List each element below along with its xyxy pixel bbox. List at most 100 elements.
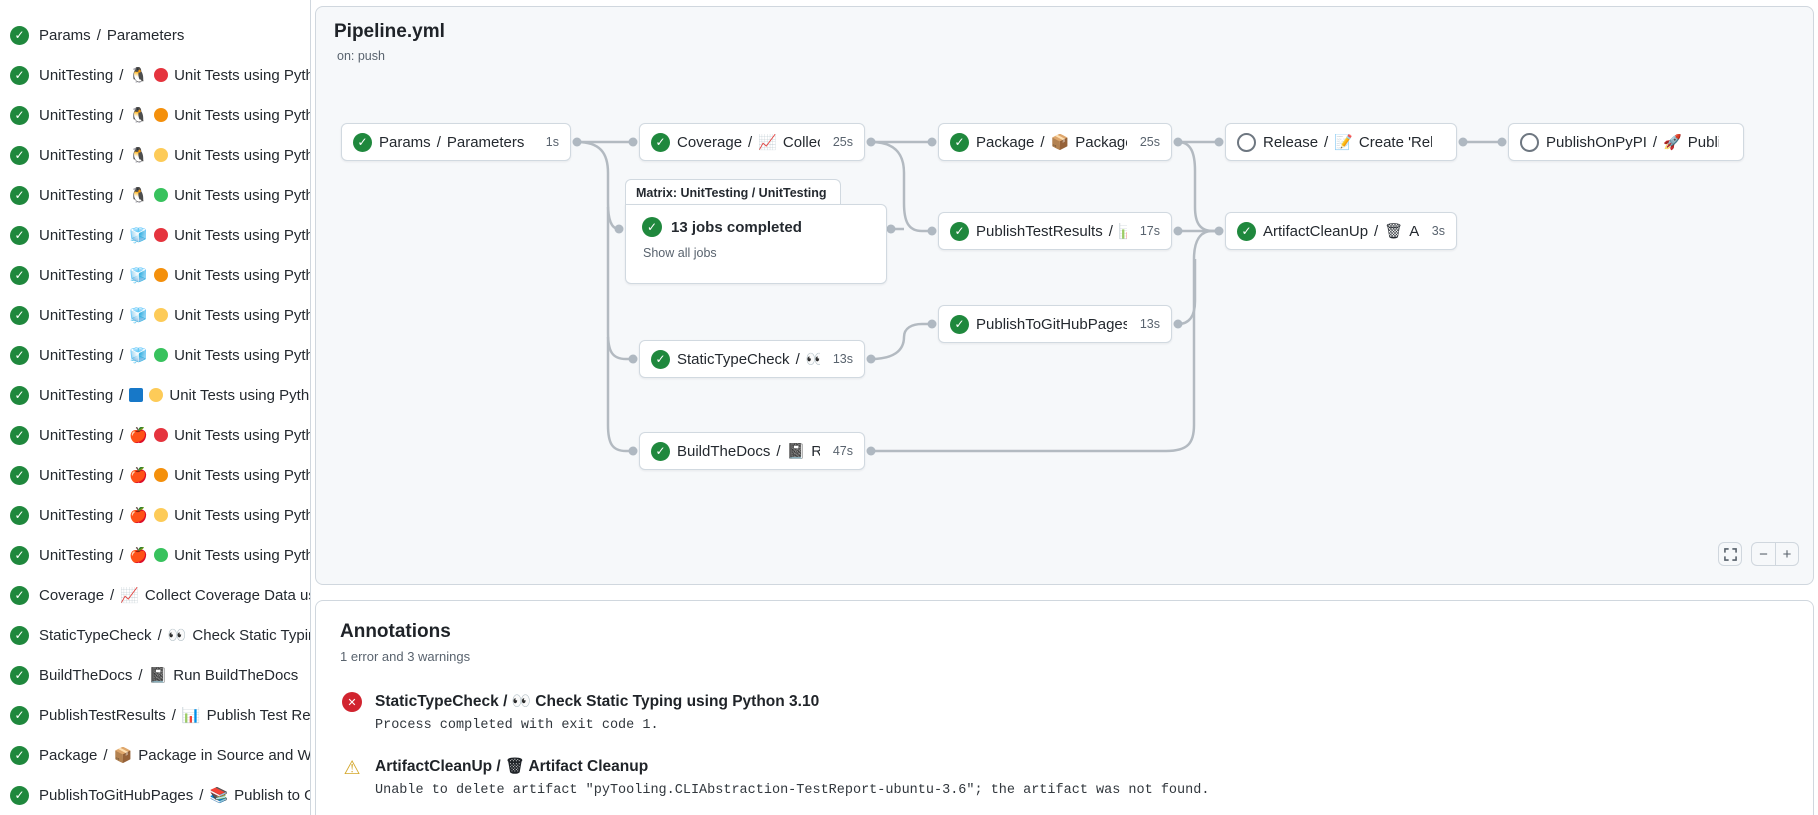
jobs-sidebar: ✓Params/Parameters✓UnitTesting/🐧Unit Tes… — [0, 0, 311, 815]
chart-increasing-icon: 📈 — [758, 133, 777, 151]
annotation-message: Unable to delete artifact "pyTooling.CLI… — [375, 783, 1210, 798]
sidebar-job-item[interactable]: ✓ UnitTesting/🍎Unit Tests using Pyth... — [0, 415, 310, 455]
job-label: Unit Tests using Pyth... — [174, 546, 310, 564]
job-text: PublishToGitHubPages/📚Publish to G... — [39, 787, 310, 804]
sidebar-job-item[interactable]: ✓UnitTesting/🧊Unit Tests using Pyth... — [0, 335, 310, 375]
job-text: UnitTesting/🧊Unit Tests using Pyth... — [39, 227, 310, 244]
orange-dot-icon — [154, 468, 169, 482]
sidebar-job-item[interactable]: ✓PublishTestResults/📊Publish Test Resu..… — [0, 695, 310, 735]
graph-node-coverage[interactable]: ✓Coverage/📈Collect Cove...25s — [639, 123, 865, 161]
job-name: UnitTesting — [39, 346, 114, 364]
job-text: Params/Parameters — [39, 27, 184, 44]
annotation-title[interactable]: ArtifactCleanUp / 🗑 Artifact Cleanup — [375, 758, 649, 775]
job-name: Release — [1263, 133, 1319, 151]
fullscreen-button[interactable] — [1718, 542, 1742, 566]
separator: / — [119, 66, 124, 84]
sidebar-job-item[interactable]: ✓UnitTesting/🧊Unit Tests using Pyth... — [0, 295, 310, 335]
separator: / — [1040, 133, 1045, 151]
success-icon: ✓ — [10, 105, 29, 125]
separator: / — [1374, 222, 1379, 240]
job-text: UnitTesting/🐧Unit Tests using Pyth... — [39, 67, 310, 84]
success-icon: ✓ — [950, 132, 969, 152]
error-icon: ✕ — [342, 692, 362, 712]
eyes-icon: 👀 — [806, 352, 820, 367]
success-icon: ✓ — [651, 132, 670, 152]
job-text: Release/📝Create 'Release P... — [1263, 134, 1432, 151]
sidebar-job-item[interactable]: ✓Params/Parameters — [0, 15, 310, 55]
job-label: Parameters — [446, 133, 525, 151]
sidebar-job-item[interactable]: ✓UnitTesting/🍎Unit Tests using Pyth... — [0, 495, 310, 535]
job-text: StaticTypeCheck/👀Chec... — [677, 351, 820, 368]
job-name: UnitTesting — [39, 306, 114, 324]
graph-node-publishtestresults[interactable]: ✓PublishTestResults/📊Pu...17s — [938, 212, 1172, 250]
graph-node-package[interactable]: ✓Package/📦Package in So...25s — [938, 123, 1172, 161]
job-name: UnitTesting — [39, 466, 114, 484]
success-icon: ✓ — [10, 425, 29, 445]
package-icon: 📦 — [1050, 133, 1070, 151]
job-duration: 47s — [832, 444, 853, 458]
success-icon: ✓ — [651, 349, 670, 369]
sidebar-job-item[interactable]: ✓UnitTesting/🐧Unit Tests using Pyth... — [0, 175, 310, 215]
rocket-icon: 🚀 — [1663, 133, 1682, 151]
graph-node-artifactcleanup[interactable]: ✓ArtifactCleanUp/🗑Artifac...3s — [1225, 212, 1457, 250]
job-name: UnitTesting — [39, 146, 114, 164]
job-text: UnitTesting/Unit Tests using Pyth... — [39, 387, 310, 404]
package-icon: 📦 — [113, 746, 133, 764]
separator: / — [1108, 222, 1113, 240]
graph-node-publishtogithubpages[interactable]: ✓PublishToGitHubPages/📚...13s — [938, 305, 1172, 343]
job-text: PublishTestResults/📊Publish Test Resu... — [39, 707, 310, 724]
sidebar-job-item[interactable]: ✓UnitTesting/🐧Unit Tests using Pyth... — [0, 55, 310, 95]
job-label: Unit Tests using Pyth... — [174, 66, 310, 84]
job-duration: 25s — [1139, 135, 1160, 149]
sidebar-job-item[interactable]: ✓ UnitTesting/🍎Unit Tests using Pyth... — [0, 535, 310, 575]
job-name: BuildTheDocs — [39, 666, 133, 684]
separator: / — [1652, 133, 1658, 151]
zoom-in-button[interactable]: + — [1775, 542, 1799, 566]
graph-node-statictypecheck[interactable]: ✓StaticTypeCheck/👀Chec...13s — [639, 340, 865, 378]
wastebasket-icon: 🗑 — [1384, 222, 1404, 240]
annotation-title[interactable]: StaticTypeCheck / 👀 Check Static Typing … — [375, 693, 820, 710]
job-name: UnitTesting — [39, 426, 114, 444]
sidebar-job-item[interactable]: ✓Coverage/📈Collect Coverage Data usi... — [0, 575, 310, 615]
separator: / — [119, 346, 124, 364]
job-text: UnitTesting/🍎Unit Tests using Pyth... — [39, 547, 310, 564]
job-label: Unit Tests using Pyth... — [174, 346, 310, 364]
success-icon: ✓ — [10, 545, 29, 565]
sidebar-job-item[interactable]: ✓UnitTesting/🍎Unit Tests using Pyth... — [0, 455, 310, 495]
sidebar-job-item[interactable]: ✓UnitTesting/🐧Unit Tests using Pyth... — [0, 135, 310, 175]
sidebar-job-item[interactable]: ✓BuildTheDocs/📓Run BuildTheDocs — [0, 655, 310, 695]
matrix-summary: 13 jobs completed — [671, 218, 802, 236]
sidebar-job-item[interactable]: ✓StaticTypeCheck/👀Check Static Typing... — [0, 615, 310, 655]
separator: / — [119, 506, 124, 524]
job-name: Package — [39, 746, 98, 764]
skipped-icon — [1237, 132, 1256, 152]
graph-node-buildthedocs[interactable]: ✓BuildTheDocs/📓Run Buil...47s — [639, 432, 865, 470]
job-text: PublishOnPyPI/🚀Publish to ... — [1546, 134, 1719, 151]
sidebar-job-item[interactable]: ✓UnitTesting/Unit Tests using Pyth... — [0, 375, 310, 415]
graph-node-publishonpypi[interactable]: PublishOnPyPI/🚀Publish to ... — [1508, 123, 1744, 161]
sidebar-job-item[interactable]: ✓Package/📦Package in Source and Wh... — [0, 735, 310, 775]
sidebar-job-item[interactable]: ✓UnitTesting/🧊Unit Tests using Pyth... — [0, 255, 310, 295]
success-icon: ✓ — [950, 314, 969, 334]
job-label: Unit Tests using Pyth... — [174, 226, 310, 244]
sidebar-job-item[interactable]: ✓UnitTesting/🐧Unit Tests using Pyth... — [0, 95, 310, 135]
penguin-icon: 🐧 — [129, 66, 149, 84]
matrix-group-card[interactable]: ✓ 13 jobs completed Show all jobs — [625, 204, 887, 284]
penguin-icon: 🐧 — [129, 146, 149, 164]
success-icon: ✓ — [10, 345, 29, 365]
graph-node-release[interactable]: Release/📝Create 'Release P... — [1225, 123, 1457, 161]
job-label: Unit Tests using Pyth... — [174, 506, 310, 524]
bar-chart-icon: 📊 — [181, 706, 201, 724]
show-all-jobs-link[interactable]: Show all jobs — [643, 246, 717, 260]
orange-dot-icon — [154, 268, 169, 282]
zoom-out-button[interactable]: − — [1751, 542, 1775, 566]
success-icon: ✓ — [353, 132, 372, 152]
sidebar-job-item[interactable]: ✓PublishToGitHubPages/📚Publish to G... — [0, 775, 310, 815]
job-label: Unit Tests using Pyth... — [169, 386, 310, 404]
sidebar-job-item[interactable]: ✓UnitTesting/🧊Unit Tests using Pyth... — [0, 215, 310, 255]
job-text: UnitTesting/🐧Unit Tests using Pyth... — [39, 187, 310, 204]
job-text: UnitTesting/🍎Unit Tests using Pyth... — [39, 427, 310, 444]
job-name: PublishOnPyPI — [1546, 133, 1647, 151]
job-name: BuildTheDocs — [677, 442, 771, 460]
